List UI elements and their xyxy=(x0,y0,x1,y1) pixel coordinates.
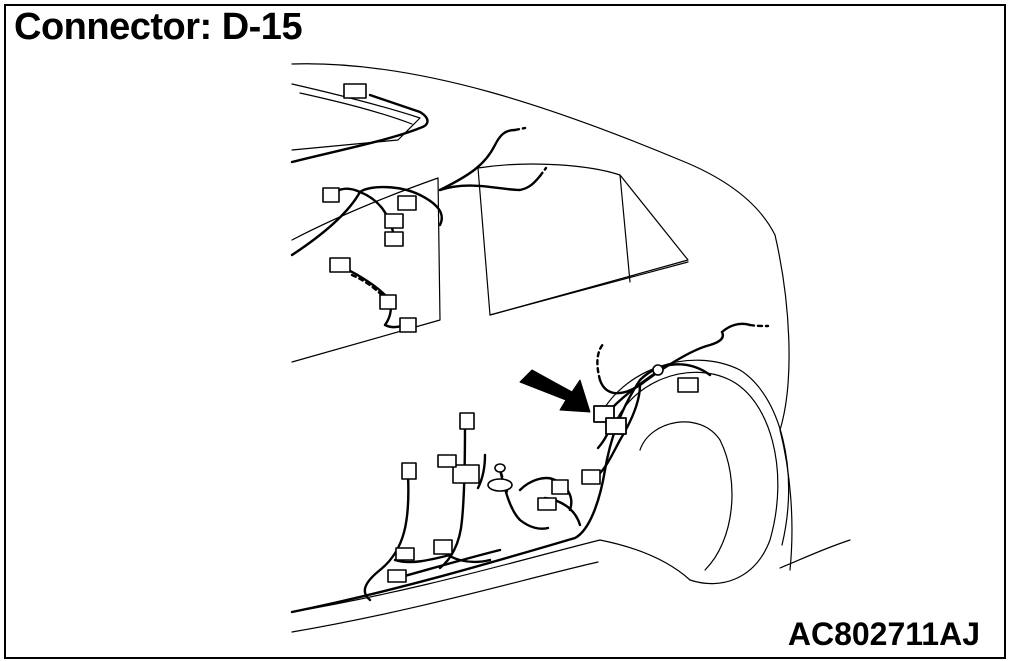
diagram-title: Connector: D-15 xyxy=(14,6,303,48)
connector-lower-1 xyxy=(459,412,475,430)
connector-d15 xyxy=(593,405,627,435)
car-body-outline xyxy=(291,63,851,633)
connector-lower-7 xyxy=(387,569,407,583)
lower-harness-dashed xyxy=(496,323,770,497)
connector-upper-2 xyxy=(397,195,417,211)
upper-harness xyxy=(290,93,542,329)
connector-wheelhouse xyxy=(677,377,699,393)
connector-upper-3 xyxy=(384,213,404,229)
connector-upper-7 xyxy=(399,317,417,333)
connector-upper-1 xyxy=(322,187,340,203)
connector-lower-4 xyxy=(437,454,457,468)
upper-connectors xyxy=(322,83,417,333)
connector-upper-5 xyxy=(329,257,351,273)
connector-lower-10 xyxy=(581,469,601,485)
connector-trunk-top xyxy=(343,83,367,99)
grommet xyxy=(487,478,513,492)
diagram-frame xyxy=(4,4,1006,659)
connector-lower-6 xyxy=(395,547,415,561)
grommet-top xyxy=(494,463,506,473)
upper-harness-dashed xyxy=(350,126,548,304)
connector-lower-8 xyxy=(537,497,557,511)
connector-lower-5 xyxy=(433,539,453,555)
connector-lower-2 xyxy=(401,462,417,480)
connector-lower-3 xyxy=(452,464,480,484)
pointer-arrow xyxy=(519,369,591,413)
ground-eyelet xyxy=(652,364,664,376)
figure-code: AC802711AJ xyxy=(787,616,980,652)
lower-connectors xyxy=(387,364,699,583)
connector-upper-4 xyxy=(384,231,404,247)
connector-upper-6 xyxy=(379,294,397,310)
connector-lower-9 xyxy=(551,479,569,495)
lower-harness xyxy=(290,322,752,614)
